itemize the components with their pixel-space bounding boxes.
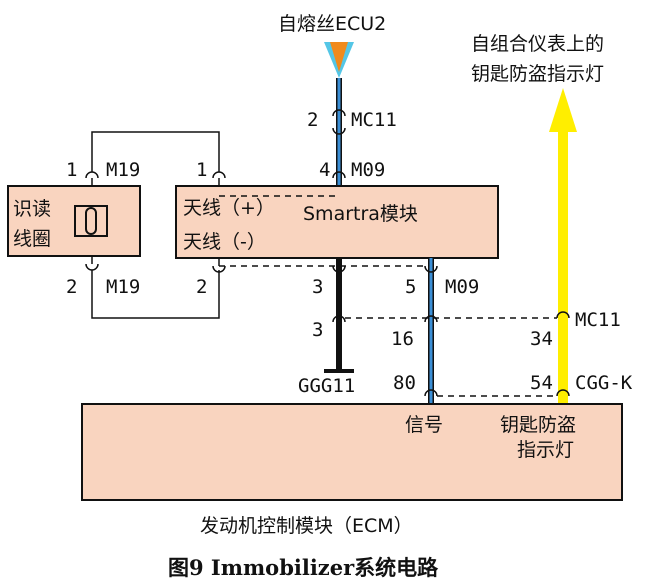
m19-top-connector	[85, 171, 99, 179]
antenna-minus-label: 天线（-）	[183, 231, 266, 253]
ecm-indicator-line1: 钥匙防盗	[500, 414, 576, 436]
coil-label-line2: 线圈	[13, 228, 51, 250]
cluster-label-line2: 钥匙防盗指示灯	[471, 63, 604, 85]
cgg-connector-name: CGG-K	[575, 372, 633, 394]
ecm-box	[81, 403, 623, 501]
mc11-top-name: MC11	[351, 109, 397, 131]
m19-bottom-name: M19	[106, 276, 140, 298]
smartra-module-box	[175, 185, 499, 259]
fuse-feed-arrow-icon	[324, 42, 354, 78]
smartra-pin2-label: 2	[196, 276, 207, 298]
coil-icon	[74, 205, 108, 237]
pin34-label: 34	[530, 328, 553, 350]
pin54-label: 54	[530, 372, 553, 394]
fuse-ecu2-label: 自熔丝ECU2	[278, 13, 386, 35]
ecm-name: 发动机控制模块（ECM）	[200, 515, 413, 537]
m19-top-pin: 1	[66, 159, 77, 181]
antenna-plus-label: 天线（+）	[183, 197, 275, 219]
m09-top-name: M09	[351, 159, 385, 181]
ecm-indicator-line2: 指示灯	[517, 439, 574, 461]
m09-bottom-name: M09	[445, 276, 479, 298]
m09-bottom-pin: 5	[405, 276, 416, 298]
ground-pin3-upper: 3	[312, 276, 323, 298]
mc11-top-connector	[332, 109, 346, 117]
m19-bottom-connector	[85, 263, 99, 271]
m19-bottom-pin: 2	[66, 276, 77, 298]
coil-wire-bottom	[91, 270, 220, 319]
m19-top-name: M19	[106, 159, 140, 181]
pin16-label: 16	[391, 328, 414, 350]
ground-pin3-lower: 3	[312, 319, 323, 341]
mc11-top-pin: 2	[307, 109, 318, 131]
mc11-top-connector-lower	[332, 127, 346, 135]
smartra-module-name: Smartra模块	[303, 203, 418, 225]
cluster-label-line1: 自组合仪表上的	[471, 33, 604, 55]
yellow-indicator-wire	[558, 310, 568, 404]
figure-caption: 图9 Immobilizer系统电路	[168, 555, 439, 580]
coil-label-line1: 识读	[13, 198, 51, 220]
pin80-label: 80	[393, 372, 416, 394]
smartra-pin2-connector	[212, 265, 226, 273]
indicator-feed-arrow-icon	[549, 88, 577, 310]
m09-top-pin: 4	[319, 159, 330, 181]
ground-label: GGG11	[298, 375, 355, 397]
m09-top-connector	[332, 171, 346, 179]
smartra-pin1-connector	[212, 171, 226, 179]
smartra-pin1-label: 1	[196, 159, 207, 181]
coil-wire-top	[91, 131, 220, 172]
mc11-bottom-name: MC11	[575, 309, 621, 331]
ecm-signal-label: 信号	[405, 414, 443, 436]
